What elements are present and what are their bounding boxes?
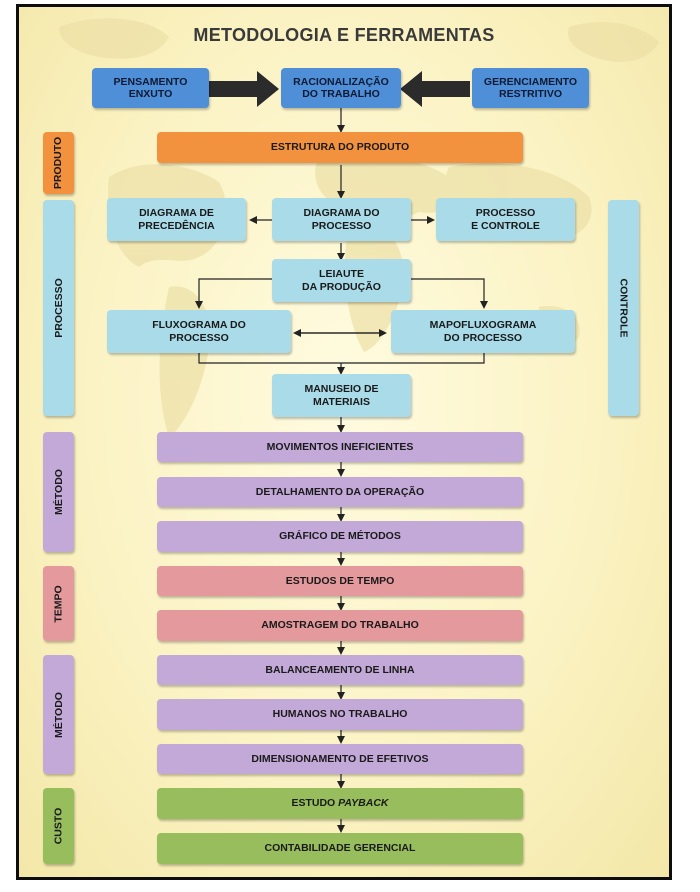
leiaute-producao-box: LEIAUTE DA PRODUÇÃO [272, 259, 411, 302]
gerenciamento-restritivo-box: GERENCIAMENTO RESTRITIVO [472, 68, 589, 108]
estudo-payback-box: ESTUDO PAYBACK [157, 788, 523, 819]
side-label-metodo-1: MÉTODO [43, 432, 74, 552]
side-label-processo: PROCESSO [43, 200, 74, 416]
side-label-produto: PRODUTO [43, 132, 74, 194]
fluxograma-processo-box: FLUXOGRAMA DO PROCESSO [107, 310, 291, 353]
connector-lines [195, 71, 488, 833]
movimentos-ineficientes-box: MOVIMENTOS INEFICIENTES [157, 432, 523, 462]
estrutura-produto-box: ESTRUTURA DO PRODUTO [157, 132, 523, 163]
estudo-payback-prefix: ESTUDO [291, 797, 339, 810]
detalhamento-operacao-box: DETALHAMENTO DA OPERAÇÃO [157, 477, 523, 507]
balanceamento-linha-box: BALANCEAMENTO DE LINHA [157, 655, 523, 685]
diagrama-precedencia-box: DIAGRAMA DE PRECEDÊNCIA [107, 198, 246, 241]
big-arrow-right [209, 71, 279, 107]
racionalizacao-box: RACIONALIZAÇÃO DO TRABALHO [281, 68, 401, 108]
diagram-frame: METODOLOGIA E FERRAMENTAS [16, 4, 672, 880]
side-label-controle: CONTROLE [608, 200, 639, 416]
grafico-metodos-box: GRÁFICO DE MÉTODOS [157, 521, 523, 552]
diagrama-processo-box: DIAGRAMA DO PROCESSO [272, 198, 411, 241]
side-label-custo: CUSTO [43, 788, 74, 864]
mapofluxograma-box: MAPOFLUXOGRAMA DO PROCESSO [391, 310, 575, 353]
humanos-trabalho-box: HUMANOS NO TRABALHO [157, 699, 523, 730]
diagram-title: METODOLOGIA E FERRAMENTAS [193, 25, 495, 45]
dimensionamento-efetivos-box: DIMENSIONAMENTO DE EFETIVOS [157, 744, 523, 774]
contabilidade-gerencial-box: CONTABILIDADE GERENCIAL [157, 833, 523, 864]
processo-controle-box: PROCESSO E CONTROLE [436, 198, 575, 241]
amostragem-trabalho-box: AMOSTRAGEM DO TRABALHO [157, 610, 523, 641]
estudo-payback-italic: PAYBACK [338, 797, 389, 810]
side-label-metodo-2: MÉTODO [43, 655, 74, 774]
estudos-tempo-box: ESTUDOS DE TEMPO [157, 566, 523, 596]
big-arrow-left [400, 71, 470, 107]
manuseio-materiais-box: MANUSEIO DE MATERIAIS [272, 374, 411, 417]
pensamento-enxuto-box: PENSAMENTO ENXUTO [92, 68, 209, 108]
side-label-tempo: TEMPO [43, 566, 74, 641]
